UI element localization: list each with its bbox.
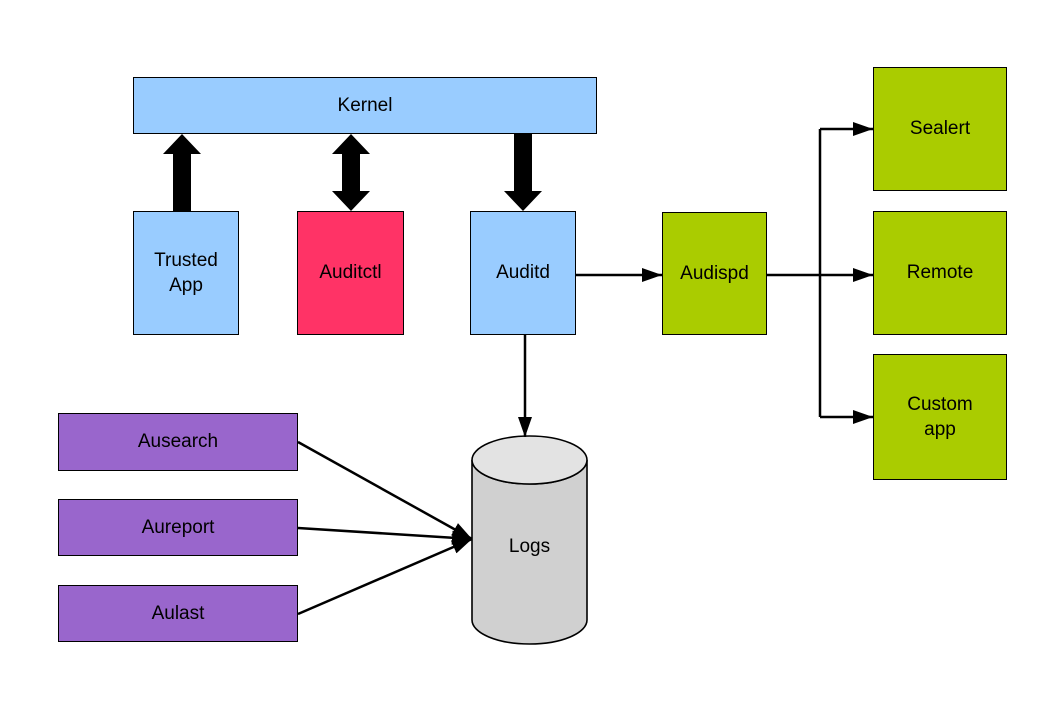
- logs-cylinder-top: [471, 435, 588, 485]
- arrow-kernel-to-auditd: [504, 134, 542, 211]
- remote-box: Remote: [873, 211, 1007, 335]
- arrow-aulast-to-logs: [297, 537, 473, 616]
- audispd-label: Audispd: [680, 262, 749, 284]
- ausearch-box: Ausearch: [58, 413, 298, 471]
- auditctl-box: Auditctl: [297, 211, 404, 335]
- sealert-box: Sealert: [873, 67, 1007, 191]
- kernel-label: Kernel: [337, 94, 393, 116]
- aulast-label: Aulast: [151, 602, 205, 624]
- aureport-label: Aureport: [141, 516, 215, 538]
- auditd-label: Auditd: [496, 262, 550, 284]
- aulast-box: Aulast: [58, 585, 298, 642]
- auditd-box: Auditd: [470, 211, 576, 335]
- trusted-app-label: Trusted App: [154, 249, 218, 296]
- sealert-label: Sealert: [909, 118, 971, 140]
- arrow-kernel-auditctl-bidirectional: [332, 134, 370, 211]
- trusted-app-box: Trusted App: [133, 211, 239, 335]
- arrow-aureport-to-logs: [297, 526, 473, 545]
- audispd-box: Audispd: [662, 212, 767, 335]
- kernel-box: Kernel: [133, 77, 597, 134]
- remote-label: Remote: [906, 262, 974, 284]
- ausearch-label: Ausearch: [137, 431, 219, 453]
- logs-label: Logs: [508, 536, 551, 557]
- auditctl-label: Auditctl: [319, 262, 382, 284]
- custom-app-label: Custom app: [907, 393, 973, 440]
- arrow-ausearch-to-logs: [297, 440, 473, 541]
- arrow-trusted-app-to-kernel: [163, 134, 201, 211]
- aureport-box: Aureport: [58, 499, 298, 556]
- custom-app-box: Custom app: [873, 354, 1007, 480]
